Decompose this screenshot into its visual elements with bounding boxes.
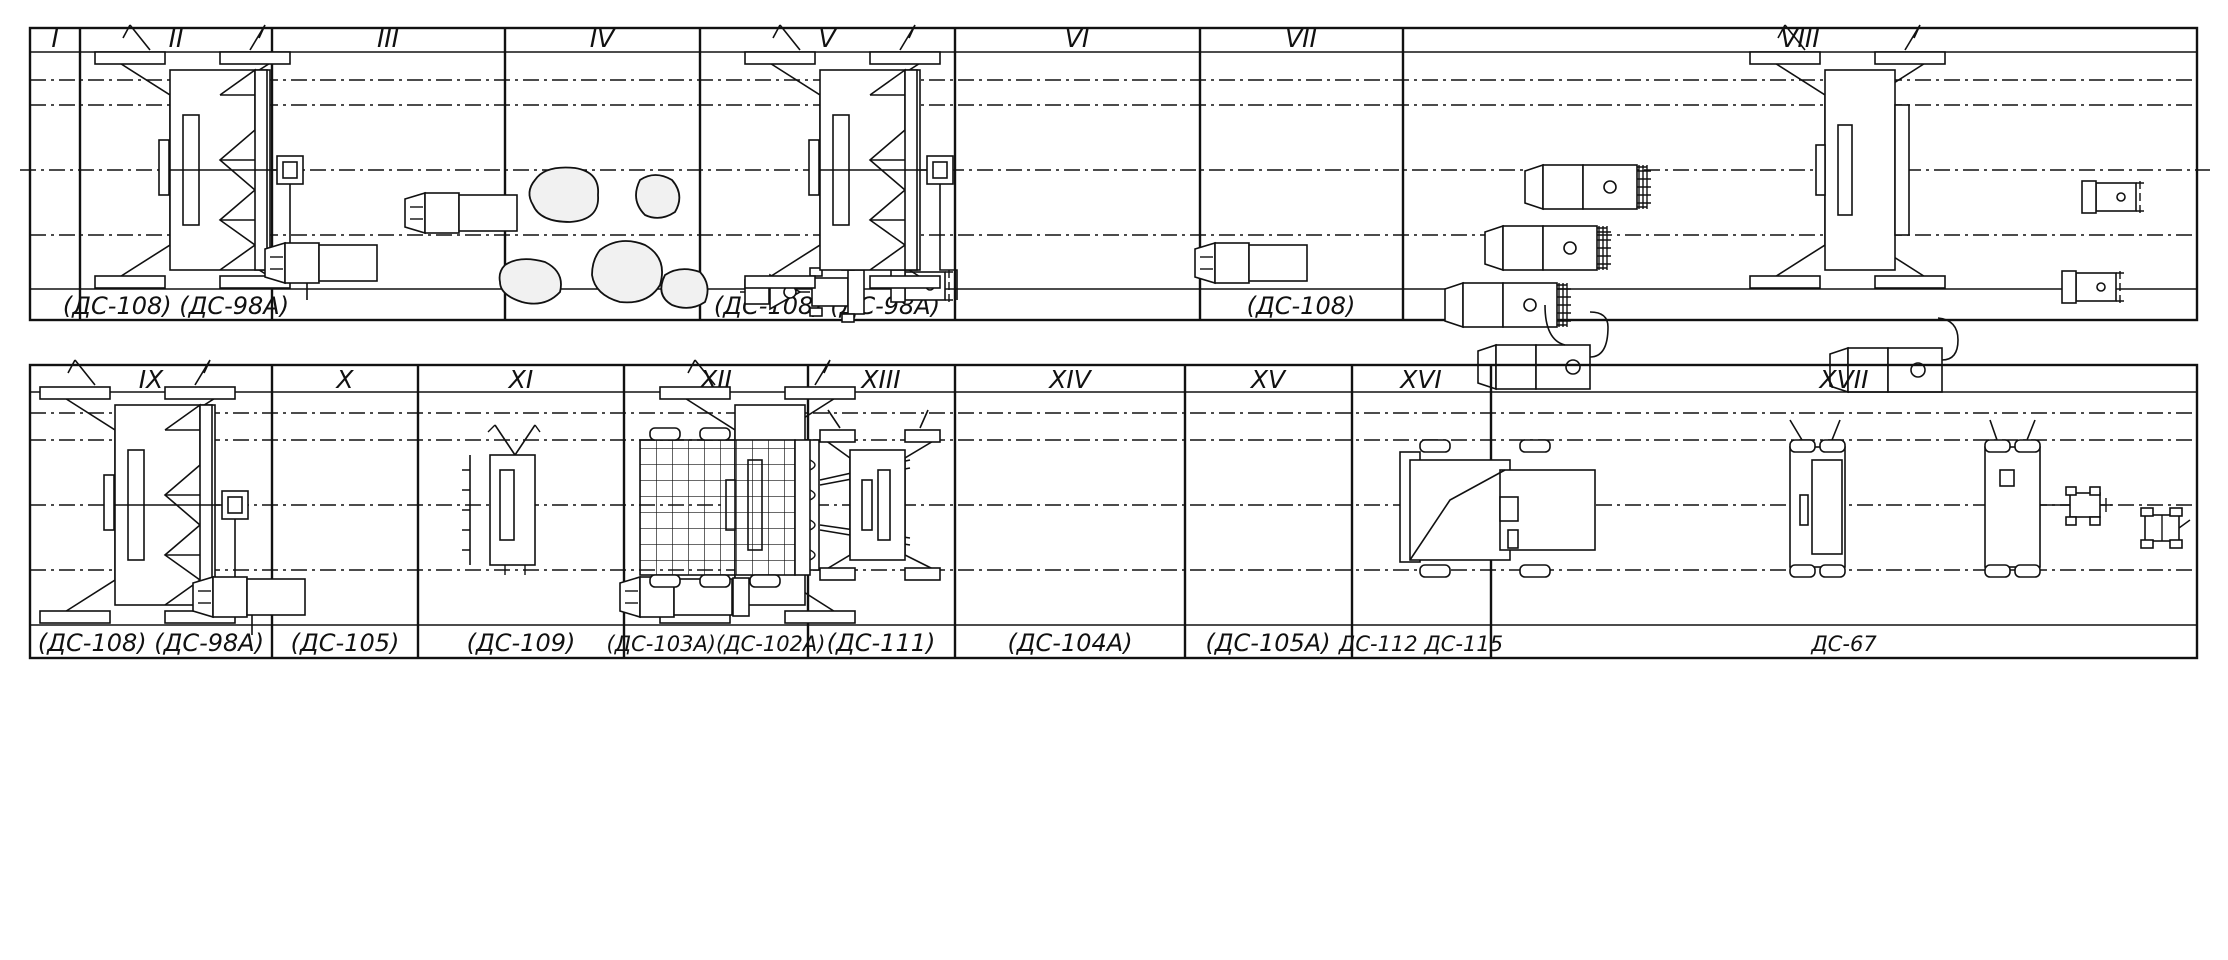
scheme-XIV-slipform	[1399, 439, 1596, 578]
header-XIII: XIII	[859, 365, 900, 394]
top-headers: I II III IV V VI VII VIII	[51, 24, 1819, 53]
scheme-VIII-vibro-bottom	[2061, 270, 2125, 304]
caption-VII: (ДС-108)	[1247, 292, 1356, 320]
scheme-V-feeder-truck	[1194, 242, 1308, 284]
scheme-III-rocks	[498, 166, 709, 309]
top-captions: (ДС-108) (ДС-98А) (ДС-108) (ДС-98А) (ДС-…	[63, 292, 1355, 320]
caption-X: (ДС-105)	[291, 629, 400, 657]
header-XI: XI	[507, 365, 534, 394]
scheme-VIII-vibro-top	[2081, 180, 2145, 214]
header-VII: VII	[1285, 24, 1317, 53]
top-table-border	[28, 26, 2199, 322]
header-II: II	[169, 24, 184, 53]
scheme-II-feeder-truck	[264, 242, 378, 284]
header-X: X	[334, 365, 354, 394]
caption-XV: (ДС-105А)	[1205, 629, 1330, 657]
top-table: I II III IV V VI VII VIII (ДС-108) (ДС-9…	[20, 24, 2210, 394]
caption-XII: (ДС-103А)(ДС-102А)	[607, 632, 826, 656]
header-XIV: XIV	[1047, 365, 1092, 394]
bottom-table-border	[28, 363, 2199, 660]
header-XVI: XVI	[1398, 365, 1442, 394]
scheme-X-plate	[462, 424, 541, 575]
header-VIII: VIII	[1780, 24, 1819, 53]
caption-XIV: (ДС-104А)	[1007, 629, 1132, 657]
caption-XI: (ДС-109)	[467, 629, 576, 657]
header-XV: XV	[1249, 365, 1287, 394]
scheme-VI-spreaders	[1444, 164, 1652, 391]
scheme-VII-paver	[1749, 24, 1946, 289]
scheme-XVII-tractor	[2140, 507, 2191, 549]
scheme-XVI-tractor	[2065, 486, 2112, 526]
bottom-table: IX X XI XII XIII XIV XV XVI XVII (ДС-108…	[28, 359, 2199, 660]
bottom-guide-lines	[30, 412, 2197, 571]
scheme-IX-feeder-truck	[192, 576, 306, 618]
bottom-headers: IX X XI XII XIII XIV XV XVI XVII	[139, 365, 1869, 394]
scheme-XI-truck	[619, 576, 750, 618]
header-I: I	[51, 24, 58, 53]
scheme-XVI-joint-cutter	[1984, 419, 2070, 578]
header-XVII: XVII	[1818, 365, 1869, 394]
header-IV: IV	[590, 24, 616, 53]
scheme-XII-mesh	[639, 427, 816, 588]
scheme-III-truck	[404, 192, 518, 234]
scheme-VII-spreader	[1829, 317, 1959, 394]
header-VI: VI	[1065, 24, 1089, 53]
caption-IX: (ДС-108) (ДС-98А)	[38, 629, 264, 657]
caption-XIII: (ДС-111)	[827, 629, 936, 657]
scheme-V-paver	[744, 24, 958, 301]
caption-XVI: ДС-112 ДС-115	[1338, 632, 1503, 656]
scheme-XIII-paver	[819, 409, 941, 581]
header-IX: IX	[139, 365, 164, 394]
bottom-captions: (ДС-108) (ДС-98А) (ДС-105) (ДС-109) (ДС-…	[38, 629, 1877, 657]
caption-XVII: ДС-67	[1810, 632, 1877, 656]
header-III: III	[377, 24, 399, 53]
caption-II: (ДС-108) (ДС-98А)	[63, 292, 289, 320]
header-V: V	[818, 24, 837, 53]
scheme-XV-finisher	[1789, 419, 1846, 578]
